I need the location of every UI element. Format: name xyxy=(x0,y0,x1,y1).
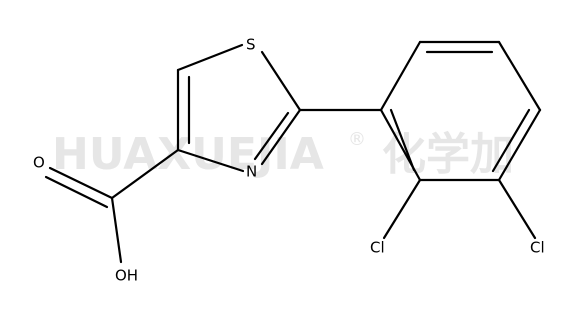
bond-b5-cl xyxy=(497,178,537,240)
watermark: HUAXUEJIA ® 化学加 xyxy=(52,129,514,180)
carboxyl-group xyxy=(44,148,180,264)
atom-oh: OH xyxy=(115,267,138,285)
thiazole-ring xyxy=(176,43,302,173)
bond-b1-b2 xyxy=(379,40,422,112)
bond-c2-n-inner xyxy=(253,111,290,161)
bond-co-outer xyxy=(48,166,114,200)
bond-b3-b4 xyxy=(497,40,542,112)
atom-cl-left: Cl xyxy=(370,239,385,257)
bond-b4-b5 xyxy=(497,108,542,182)
watermark-cn: 化学加 xyxy=(382,129,514,180)
bond-b4-b5-inner xyxy=(491,108,531,173)
watermark-registered: ® xyxy=(348,129,366,150)
bond-c2-n-outer xyxy=(260,108,302,166)
bond-c5-s xyxy=(176,43,244,72)
bond-s-c2 xyxy=(260,50,302,112)
bond-co-inner xyxy=(44,175,109,209)
atom-n: N xyxy=(246,163,257,181)
bond-c4-cooh xyxy=(110,148,180,200)
watermark-brand: HUAXUEJIA xyxy=(52,129,324,180)
atom-o: O xyxy=(33,154,45,172)
bond-c-oh xyxy=(110,196,123,264)
bond-n-c4 xyxy=(176,148,245,173)
atom-s: S xyxy=(246,36,256,54)
atom-cl-right: Cl xyxy=(530,239,545,257)
bond-b6-b1-inner xyxy=(389,108,416,172)
bond-b6-cl xyxy=(382,178,422,240)
benzene-ring xyxy=(379,40,542,182)
